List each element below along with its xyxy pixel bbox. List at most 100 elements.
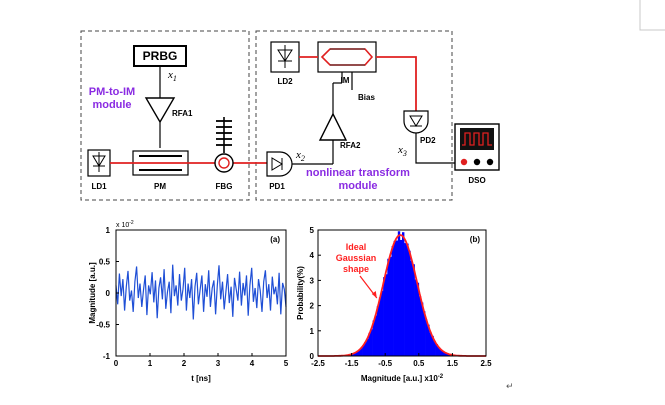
histogram-bar xyxy=(389,256,392,356)
histogram-bar xyxy=(393,240,396,356)
x-axis-label: Magnitude [a.u.] x10-2 xyxy=(361,374,444,383)
histogram-bar xyxy=(385,274,388,356)
pd1-photodiode-icon xyxy=(266,151,293,177)
histogram-bar xyxy=(391,246,394,356)
x-tick-label: 4 xyxy=(250,359,255,368)
x-tick-label: 0.5 xyxy=(413,359,425,368)
y-axis-label: Probability(%) xyxy=(296,266,305,320)
annotation-ideal: Ideal xyxy=(346,242,367,252)
panel-label-a: (a) xyxy=(270,235,280,244)
signal-trace xyxy=(115,264,287,320)
y-tick-label: 3 xyxy=(310,276,315,285)
dso-knob-icon xyxy=(473,158,481,166)
y-tick-label: 0.5 xyxy=(99,258,111,267)
histogram-bar xyxy=(372,320,375,356)
histogram-bar xyxy=(353,352,357,356)
y-tick-label: -0.5 xyxy=(96,321,110,330)
histogram-bar xyxy=(351,353,354,356)
histogram-bar xyxy=(357,349,361,356)
histogram-bar xyxy=(404,243,407,356)
y-tick-label: 0 xyxy=(106,289,111,298)
ld1-label: LD1 xyxy=(91,182,107,191)
histogram-bar xyxy=(444,352,447,356)
histogram-bar xyxy=(412,264,415,356)
x2-label: x2 xyxy=(295,149,305,163)
histogram-bar xyxy=(368,332,371,356)
y-axis-label: Magnitude [a.u.] xyxy=(88,262,97,324)
x-tick-label: 2 xyxy=(182,359,187,368)
fbg-grating-icon xyxy=(216,117,232,153)
x-tick-label: -1.5 xyxy=(345,359,359,368)
histogram-bar xyxy=(433,341,436,356)
histogram-bar xyxy=(420,302,424,356)
dso-label: DSO xyxy=(468,176,485,185)
x-tick-label: 1 xyxy=(148,359,153,368)
x-tick-label: 1.5 xyxy=(447,359,459,368)
histogram-bar xyxy=(376,306,380,356)
x-tick-label: 3 xyxy=(216,359,221,368)
y-tick-label: 2 xyxy=(310,302,315,311)
histogram-bar xyxy=(374,315,378,356)
nonlinear-module-label: nonlinear transform xyxy=(306,167,410,179)
optical-beam-3 xyxy=(376,56,417,111)
x-tick-label: 5 xyxy=(284,359,289,368)
rfa2-label: RFA2 xyxy=(340,141,361,150)
pd2-wire xyxy=(415,133,462,164)
histogram-bar xyxy=(381,290,384,356)
histogram-bar xyxy=(395,240,399,356)
im-label: IM xyxy=(341,76,350,85)
nonlinear-module-label-2: module xyxy=(338,180,377,192)
rfa2-amplifier-icon xyxy=(318,112,348,141)
dso-knob-icon xyxy=(460,158,468,166)
arrow-head-icon xyxy=(371,291,377,299)
pm-to-im-module-box xyxy=(80,30,250,201)
histogram-bar xyxy=(429,332,432,356)
histogram-bar xyxy=(418,296,422,356)
x-tick-label: 2.5 xyxy=(480,359,492,368)
histogram-bar xyxy=(370,329,373,356)
histogram-bar xyxy=(423,311,426,356)
nonlinear-module-box xyxy=(255,30,453,201)
x-tick-label: -2.5 xyxy=(311,359,325,368)
fbg-label: FBG xyxy=(216,182,233,191)
histogram-bar xyxy=(362,345,365,356)
histogram-bar xyxy=(416,282,420,356)
histogram-bar xyxy=(397,231,401,356)
pm-label: PM xyxy=(154,182,166,191)
panel-label-b: (b) xyxy=(470,235,481,244)
histogram-bar xyxy=(406,243,409,356)
annotation-shape: shape xyxy=(343,264,369,274)
annotation-gaussian: Gaussian xyxy=(336,253,377,263)
y-tick-label: 0 xyxy=(310,352,315,361)
prbg-label: PRBG xyxy=(143,49,178,63)
histogram-bar xyxy=(437,347,441,356)
rfa1-amplifier-icon xyxy=(144,97,176,124)
histogram-bar xyxy=(439,349,443,356)
y-tick-label: -1 xyxy=(103,352,111,361)
histogram-bar xyxy=(408,250,411,356)
x-tick-label: -0.5 xyxy=(378,359,392,368)
pd2-label: PD2 xyxy=(420,136,436,145)
plot-frame xyxy=(317,229,487,357)
y-tick-label: 1 xyxy=(310,327,315,336)
ld2-label: LD2 xyxy=(277,77,293,86)
y-tick-label: 1 xyxy=(106,226,111,235)
histogram-bar xyxy=(410,261,413,356)
histogram-bar xyxy=(446,353,449,356)
histogram-bar xyxy=(378,297,382,356)
x-axis-label: t [ns] xyxy=(191,374,211,383)
histogram-bar xyxy=(383,277,386,356)
histogram-bar xyxy=(427,324,430,356)
rfa1-label: RFA1 xyxy=(172,109,193,118)
dso-waveform xyxy=(462,132,492,146)
y-tick-label: 5 xyxy=(310,226,315,235)
histogram-bar xyxy=(441,351,445,356)
histogram-bar xyxy=(387,258,390,356)
pd1-label: PD1 xyxy=(269,182,285,191)
histogram-bar xyxy=(399,239,403,356)
pm-to-im-label-2: module xyxy=(92,99,131,111)
page-corner-mark xyxy=(639,0,665,31)
histogram-bar xyxy=(360,348,363,356)
